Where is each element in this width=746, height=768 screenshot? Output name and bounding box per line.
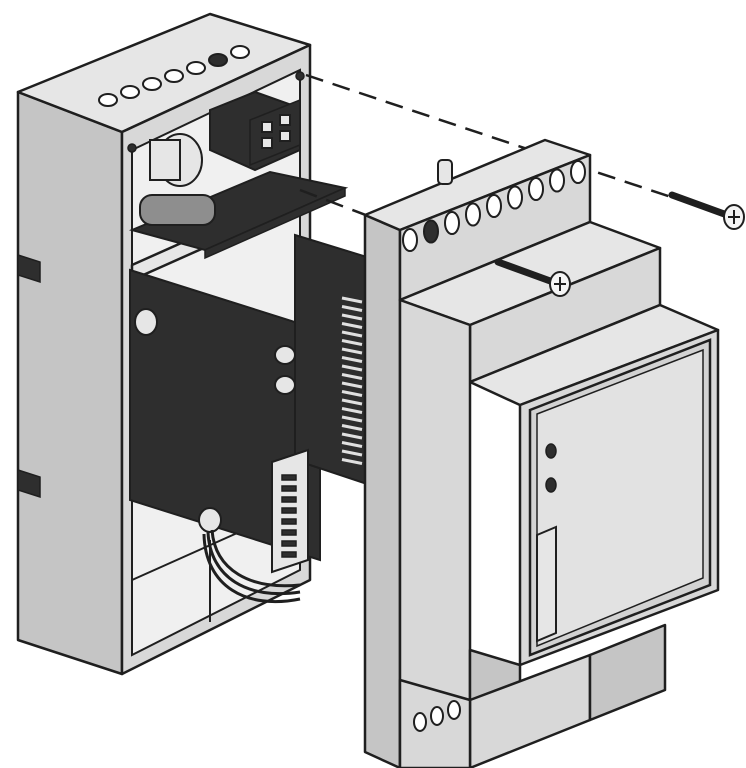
connector-pin-1 bbox=[261, 121, 273, 133]
header-pin bbox=[341, 432, 363, 440]
terminal-hole-icon bbox=[507, 185, 523, 210]
pcb-led-2 bbox=[274, 375, 296, 395]
cover-base-side bbox=[588, 623, 667, 722]
terminal-hole-icon bbox=[447, 700, 461, 720]
terminal-hole-icon bbox=[230, 45, 250, 59]
terminal-hole-icon bbox=[98, 93, 118, 107]
terminal-hole-icon bbox=[528, 177, 544, 201]
header-pin bbox=[341, 407, 363, 414]
terminal-hole-icon bbox=[549, 168, 565, 193]
connector-pin bbox=[281, 485, 297, 492]
capacitor-body bbox=[149, 139, 181, 181]
electronics-assembly bbox=[128, 90, 371, 604]
screws bbox=[494, 191, 745, 297]
din-notch-top bbox=[17, 253, 41, 284]
header-pin bbox=[341, 390, 363, 397]
header-pin bbox=[341, 449, 363, 457]
header-pin bbox=[341, 296, 363, 304]
connector-pin bbox=[281, 507, 297, 514]
header-pin bbox=[341, 424, 363, 431]
screw-icon bbox=[668, 191, 745, 230]
front-cover bbox=[363, 138, 720, 768]
terminal-hole-icon bbox=[164, 69, 184, 83]
header-pin bbox=[341, 356, 363, 363]
terminal-hole-icon bbox=[208, 53, 228, 67]
terminal-hole-icon bbox=[430, 706, 444, 726]
base-left-face bbox=[16, 90, 124, 676]
pin-header bbox=[341, 296, 363, 465]
connector-pin-4 bbox=[279, 130, 291, 142]
header-pin bbox=[341, 347, 363, 355]
header-pin bbox=[341, 373, 363, 380]
guide-line-top bbox=[305, 73, 681, 202]
connector-pin bbox=[281, 551, 297, 558]
bottom-terminal-row bbox=[413, 700, 461, 732]
connector-pin-3 bbox=[261, 137, 273, 149]
header-pin bbox=[341, 322, 363, 329]
cover-terminal-row bbox=[402, 160, 586, 252]
din-notch-bottom bbox=[17, 468, 41, 499]
terminal-hole-icon bbox=[413, 712, 427, 732]
pcb-standoff-bottom bbox=[198, 507, 222, 533]
terminal-hole-icon bbox=[444, 211, 460, 235]
front-slot bbox=[536, 525, 557, 643]
terminal-hole-icon bbox=[402, 228, 418, 252]
connector-pin bbox=[281, 529, 297, 536]
terminal-hole-icon bbox=[423, 219, 439, 244]
connector-pin bbox=[281, 540, 297, 547]
terminal-hole-icon bbox=[120, 85, 140, 99]
connector-pin bbox=[281, 518, 297, 525]
header-pin bbox=[341, 415, 363, 423]
base-terminal-row bbox=[98, 45, 250, 107]
header-pin bbox=[341, 364, 363, 372]
connector-pin-2 bbox=[279, 114, 291, 126]
header-pin bbox=[341, 441, 363, 448]
header-pin bbox=[341, 313, 363, 321]
header-pin bbox=[341, 398, 363, 406]
terminal-hole-icon bbox=[465, 202, 481, 227]
cover-clip bbox=[437, 159, 453, 185]
header-pin bbox=[341, 381, 363, 389]
connector-pin bbox=[281, 496, 297, 503]
coil bbox=[139, 194, 216, 226]
screw-icon bbox=[494, 258, 571, 297]
terminal-hole-icon bbox=[570, 160, 586, 184]
terminal-hole-icon bbox=[142, 77, 162, 91]
header-pin bbox=[341, 458, 363, 465]
base-screw-hole-left bbox=[127, 143, 137, 153]
wire-2 bbox=[206, 531, 301, 596]
ribbon-pins bbox=[281, 474, 297, 558]
connector-pin bbox=[281, 474, 297, 481]
cover-left-face bbox=[363, 213, 402, 768]
terminal-hole-icon bbox=[186, 61, 206, 75]
upper-pcb-edge bbox=[204, 186, 346, 260]
wire-3 bbox=[202, 533, 301, 604]
wire-bundle bbox=[210, 529, 301, 588]
front-led-2 bbox=[545, 477, 557, 493]
header-pin bbox=[341, 330, 363, 338]
pcb-led-1 bbox=[274, 345, 296, 365]
header-pin bbox=[341, 305, 363, 312]
front-led-1 bbox=[545, 443, 557, 459]
pcb-standoff-top bbox=[134, 308, 158, 336]
base-screw-hole bbox=[295, 71, 305, 81]
header-pin bbox=[341, 339, 363, 346]
terminal-hole-icon bbox=[486, 194, 502, 218]
